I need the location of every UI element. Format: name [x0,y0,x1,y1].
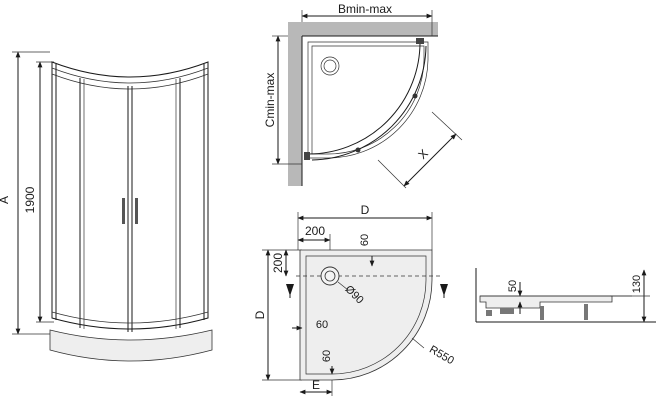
top-rail [51,67,209,84]
dim-label-b: Bmin-max [338,2,392,16]
tray-plan: D 200 D 200 60 Ø90 60 60 [253,203,456,396]
wall-bracket [416,38,424,44]
dim-label-a: A [0,196,11,204]
dim-label-60-bottom: 60 [321,350,333,362]
roller-icon [355,147,361,153]
extension-line [377,159,407,189]
dim-label-e: E [312,378,320,392]
bottom-rail [51,311,209,324]
dim-line-x [403,133,457,187]
tray-outline-top [307,41,429,159]
tray-body-plan [299,249,433,381]
wall-bracket [304,152,310,160]
shower-tray-front [49,329,213,362]
dim-label-50: 50 [507,280,519,292]
leader-line [411,337,425,349]
front-view: A 1900 [0,51,213,362]
tray-section-body [479,295,613,309]
tray-section: 50 130 [475,268,656,323]
enclosure-frame [51,61,209,330]
dim-label-60-top: 60 [359,234,371,246]
tray-inner-top [311,45,425,155]
back-wall [288,22,438,36]
waste-outlet [486,310,492,316]
dim-label-200-top: 200 [305,224,325,238]
tray-leg [584,304,588,320]
dim-label-d-top: D [361,203,370,217]
extension-line [431,111,463,141]
dim-label-x: X [415,146,431,162]
top-rail-inner [51,73,209,90]
dim-label-c: Cmin-max [263,73,277,128]
door-handle-left [122,198,125,224]
roller-icon [412,93,418,99]
enclosure-arc-outer [305,39,421,155]
tray-leg [540,306,544,320]
door-handle-right [135,198,138,224]
dim-label-130: 130 [631,275,643,293]
leader-line [337,281,349,291]
dim-label-d-left: D [253,310,267,319]
enclosure-arc-inner [311,45,427,161]
drain-top [320,56,340,76]
side-wall [288,22,302,186]
tray-inner-plan [305,255,427,375]
dim-label-1900: 1900 [23,186,37,213]
dim-label-radius: R550 [427,344,456,368]
waste-trap [500,308,514,314]
drain-icon [320,266,340,286]
drain-inner-icon [324,270,336,282]
top-view: Bmin-max Cmin-max X [263,2,463,189]
dim-label-60-left: 60 [316,319,328,331]
drain-top-inner [323,59,337,73]
dim-label-200-left: 200 [271,253,285,273]
